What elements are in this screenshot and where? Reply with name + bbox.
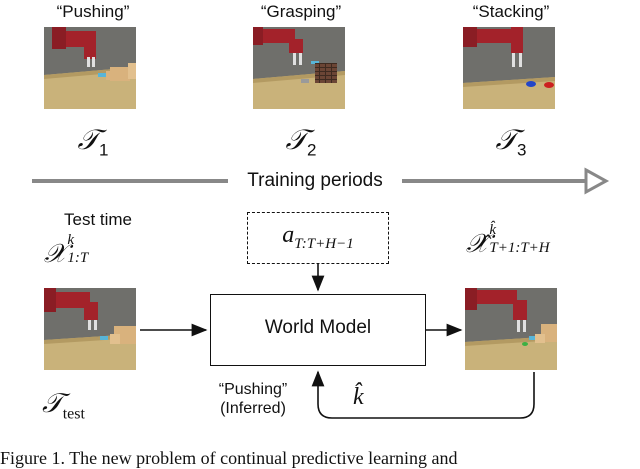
test-scene-image — [44, 288, 136, 370]
output-symbol: 𝒳̂k̂T+1:T+H — [466, 222, 550, 258]
inferred-task-label: “Pushing” (Inferred) — [218, 381, 288, 417]
test-time-label: Test time — [64, 210, 133, 229]
test-task-symbol: 𝒯test — [42, 388, 85, 423]
training-timeline-arrow — [32, 167, 610, 195]
task-label-grasping: “Grasping” — [260, 2, 342, 21]
task-label-stacking: “Stacking” — [472, 2, 550, 21]
task-symbol-1: 𝒯1 — [77, 125, 109, 160]
scene-pushing-image — [44, 27, 136, 109]
task-symbol-2: 𝒯2 — [285, 125, 317, 160]
training-periods-label: Training periods — [247, 170, 383, 191]
scene-stacking-image — [463, 27, 555, 109]
figure-caption: Figure 1. The new problem of continual p… — [0, 448, 458, 468]
scene-grasping-image — [253, 27, 345, 109]
task-symbol-3: 𝒯3 — [495, 125, 527, 160]
task-label-pushing: “Pushing” — [56, 2, 130, 21]
action-sequence-box: aT:T+H−1 — [247, 212, 389, 264]
predicted-scene-image — [465, 288, 557, 370]
world-model-box: World Model — [210, 294, 426, 366]
feedback-k-hat: k̂ — [353, 384, 364, 410]
